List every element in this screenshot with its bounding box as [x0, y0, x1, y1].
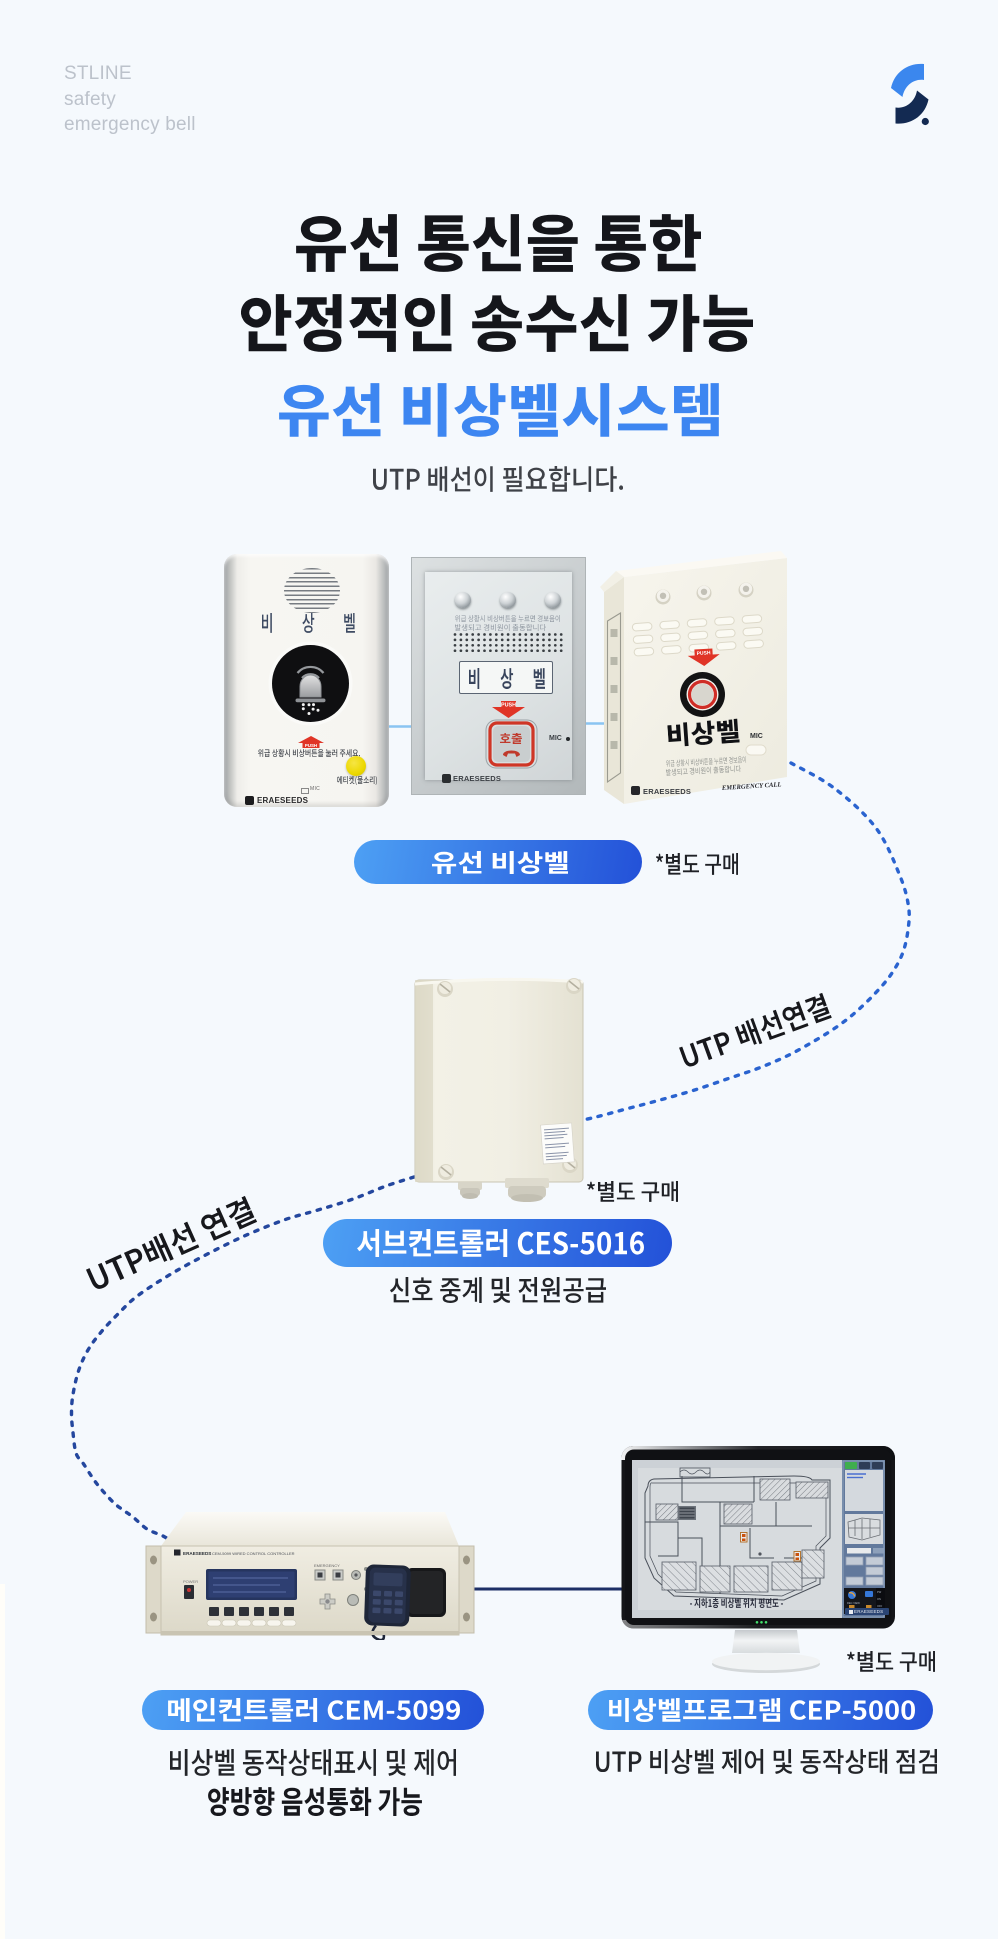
svg-text:EMERGENCY: EMERGENCY — [314, 1563, 340, 1568]
svg-text:OFF: OFF — [877, 1604, 883, 1608]
svg-text:PUSH: PUSH — [697, 650, 712, 657]
svg-text:ERAESEEDS: ERAESEEDS — [183, 1551, 211, 1556]
svg-text:ERAESEEDS: ERAESEEDS — [643, 787, 691, 796]
svg-text:MIC: MIC — [750, 733, 763, 740]
svg-text:POWER: POWER — [183, 1579, 198, 1584]
svg-text:CEM-5099 WIRED CONTROL CONTROL: CEM-5099 WIRED CONTROL CONTROLLER — [212, 1551, 295, 1556]
svg-text:ON: ON — [877, 1597, 881, 1601]
svg-text:EMERGENCY CALL: EMERGENCY CALL — [721, 781, 782, 792]
svg-text:PUSH: PUSH — [501, 703, 516, 709]
svg-text:REC VIEW: REC VIEW — [847, 1601, 860, 1605]
svg-text:PUSH: PUSH — [305, 743, 317, 748]
svg-text:PW: PW — [877, 1590, 882, 1594]
